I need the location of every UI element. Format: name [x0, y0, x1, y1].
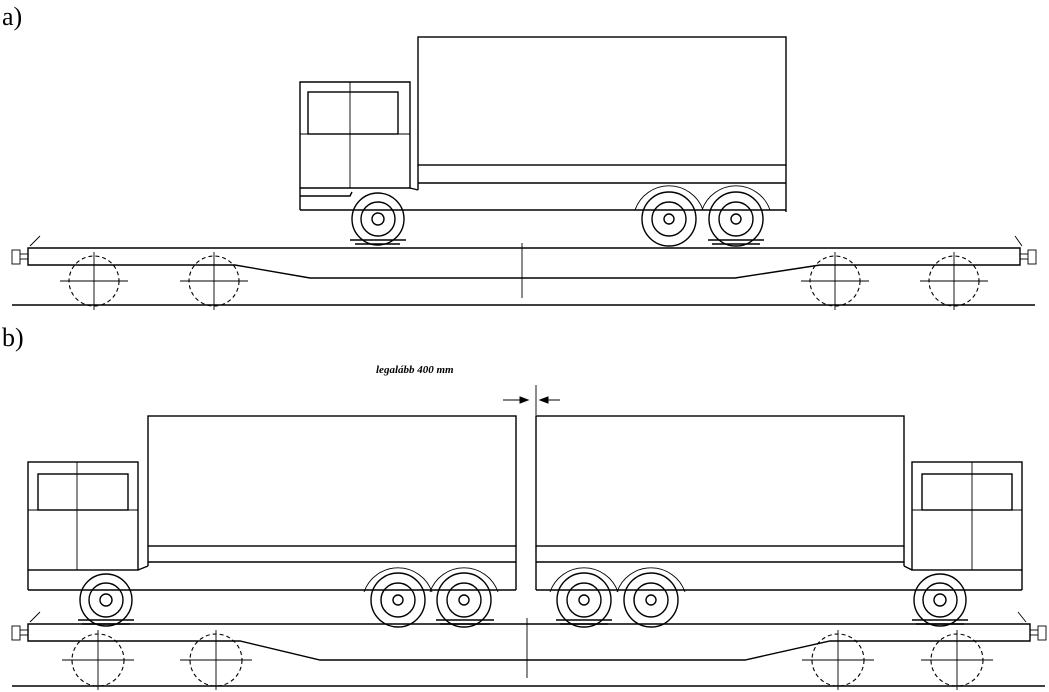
front-wheel	[913, 573, 967, 627]
dimension-marker	[503, 385, 560, 415]
truck-cab	[27, 461, 139, 571]
flatcar-b	[11, 611, 1047, 690]
truck-cab	[911, 461, 1023, 571]
rear-wheel	[436, 572, 492, 628]
front-wheel	[351, 192, 405, 246]
truck-b-left	[27, 415, 517, 628]
rear-wheel	[370, 572, 426, 628]
panel-a	[11, 36, 1037, 310]
panel-a-label: a)	[2, 2, 23, 31]
cargo-box	[417, 36, 787, 166]
front-wheel	[79, 573, 133, 627]
cargo-box	[535, 415, 905, 547]
rear-wheel	[708, 191, 764, 247]
rear-wheel	[641, 191, 697, 247]
panel-b	[11, 385, 1047, 690]
rear-wheel	[556, 572, 612, 628]
cab-window	[921, 473, 1013, 511]
truck-a	[299, 36, 787, 247]
truck-cab	[299, 81, 411, 189]
dimension-label: legalább 400 mm	[376, 364, 454, 376]
panel-b-label: b)	[2, 323, 24, 352]
truck-b-right	[535, 415, 1023, 628]
cab-window	[37, 473, 129, 511]
cab-window	[307, 91, 399, 135]
cargo-box	[147, 415, 517, 547]
rear-wheel	[623, 572, 679, 628]
flatcar-a	[11, 235, 1037, 310]
